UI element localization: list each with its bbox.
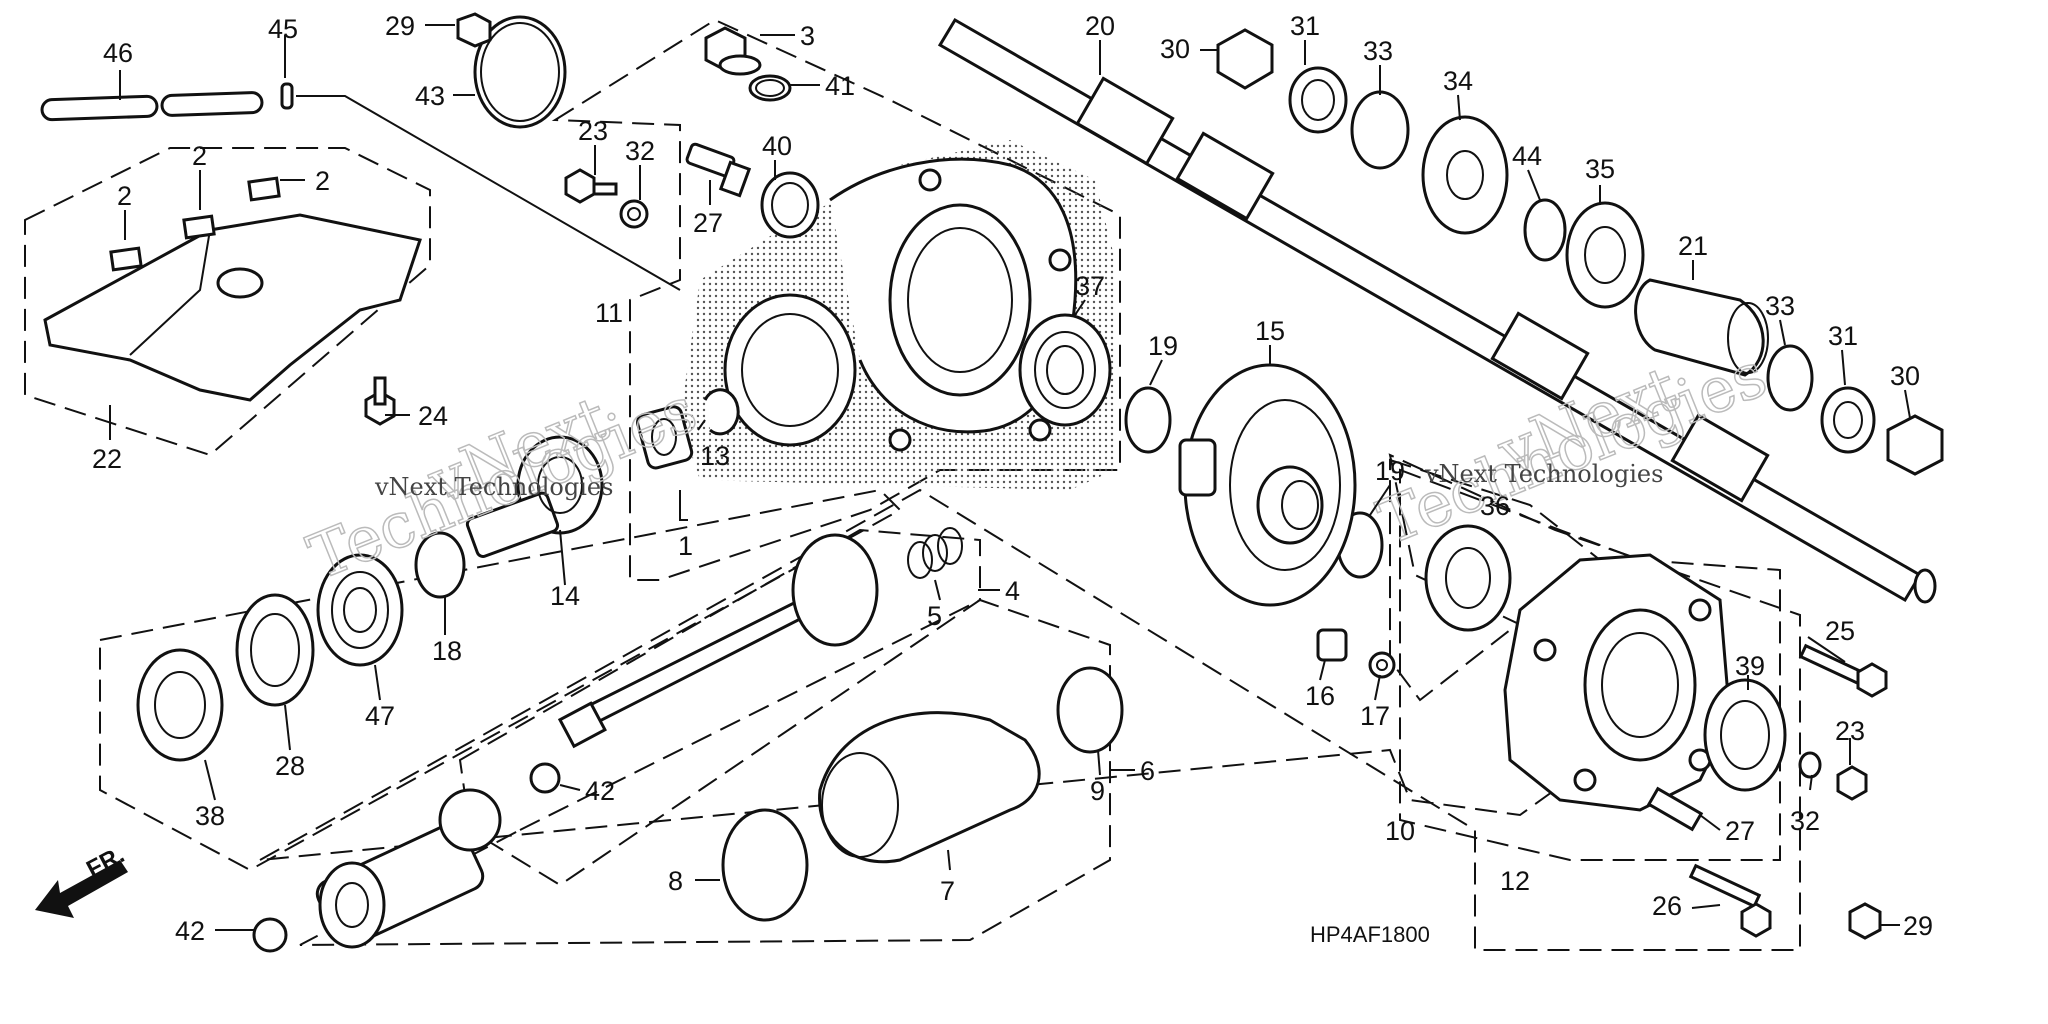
joint-housing: [252, 788, 502, 953]
label-part-1: 1: [678, 531, 693, 561]
label-part-33-top: 33: [1363, 36, 1393, 66]
diagram-code: HP4AF1800: [1310, 922, 1430, 947]
label-part-6: 6: [1140, 756, 1155, 786]
label-part-11: 11: [595, 298, 623, 328]
bearing-36: [1424, 524, 1512, 632]
label-part-33-bottom: 33: [1765, 291, 1795, 321]
label-part-29-bottom: 29: [1903, 911, 1933, 941]
seal-38: [136, 648, 224, 762]
label-part-46: 46: [103, 38, 133, 68]
label-part-14: 14: [550, 581, 580, 611]
label-part-26: 26: [1652, 891, 1682, 921]
ring-gear: [1178, 363, 1357, 607]
label-part-2-c: 2: [117, 181, 132, 211]
label-part-47: 47: [365, 701, 395, 731]
group-outline-11: [551, 18, 1121, 581]
label-part-10: 10: [1385, 816, 1415, 846]
gear-case-cover: [1503, 553, 1732, 812]
group-outline-36: [1389, 458, 1602, 702]
label-part-43: 43: [415, 81, 445, 111]
label-part-28: 28: [275, 751, 305, 781]
collar-28: [235, 593, 315, 707]
front-direction-arrow: FR.: [35, 841, 129, 918]
shim-19-upper: [1124, 386, 1172, 454]
filler-bolt: [704, 26, 792, 102]
label-part-16: 16: [1305, 681, 1335, 711]
axle-hardware-lower: [1766, 344, 1944, 476]
label-part-13: 13: [700, 441, 730, 471]
rubber-pads: [109, 176, 281, 272]
group-outline-22: [24, 147, 431, 457]
label-part-22: 22: [92, 444, 122, 474]
shim-18: [414, 531, 466, 599]
label-part-24: 24: [418, 401, 448, 431]
drive-shaft: [529, 527, 963, 794]
label-part-3: 3: [800, 21, 815, 51]
label-part-5: 5: [927, 601, 942, 631]
label-part-39: 39: [1735, 651, 1765, 681]
label-part-15: 15: [1255, 316, 1285, 346]
seal-39: [1703, 678, 1787, 792]
label-part-21: 21: [1678, 231, 1708, 261]
axle-hardware-upper: [1216, 28, 1645, 309]
group-outline-6: [299, 598, 1111, 946]
label-part-35: 35: [1585, 154, 1615, 184]
label-part-42-lower: 42: [175, 916, 205, 946]
label-part-19-lower: 19: [1375, 456, 1405, 486]
label-part-40: 40: [762, 131, 792, 161]
label-part-4: 4: [1005, 576, 1020, 606]
label-part-20: 20: [1085, 11, 1115, 41]
label-part-41: 41: [825, 71, 855, 101]
label-part-25: 25: [1825, 616, 1855, 646]
label-part-12: 12: [1500, 866, 1530, 896]
label-part-30-bottom: 30: [1890, 361, 1920, 391]
axle-sleeve: [1634, 278, 1769, 377]
label-part-8: 8: [668, 866, 683, 896]
label-part-34: 34: [1443, 66, 1473, 96]
boot-and-bands: [721, 666, 1124, 922]
label-part-27-bottom: 27: [1725, 816, 1755, 846]
label-part-37: 37: [1075, 271, 1105, 301]
label-part-27-top: 27: [693, 208, 723, 238]
label-part-32-top: 32: [625, 136, 655, 166]
top-o-ring-and-nut: [456, 12, 567, 129]
pinion-bearing: [636, 388, 740, 470]
label-part-9: 9: [1090, 776, 1105, 806]
label-part-23-top: 23: [578, 116, 608, 146]
label-part-17: 17: [1360, 701, 1390, 731]
axle-shaft: [937, 17, 1937, 604]
label-part-42-upper: 42: [585, 776, 615, 806]
breather-tube: [40, 82, 681, 291]
label-part-2-a: 2: [192, 141, 207, 171]
label-part-44: 44: [1512, 141, 1542, 171]
label-part-32-bottom: 32: [1790, 806, 1820, 836]
label-part-18: 18: [432, 636, 462, 666]
bearing-37: [1018, 313, 1112, 427]
label-part-30-top: 30: [1160, 34, 1190, 64]
watermark-small-left: vNext Technologies: [374, 473, 613, 501]
bearing-47: [316, 553, 404, 667]
label-part-38: 38: [195, 801, 225, 831]
label-part-29-top: 29: [385, 11, 415, 41]
label-part-19-upper: 19: [1148, 331, 1178, 361]
group-outline-14: [99, 488, 902, 872]
final-gear-case: [680, 140, 1115, 490]
label-part-23-bottom: 23: [1835, 716, 1865, 746]
label-part-31-bottom: 31: [1828, 321, 1858, 351]
label-part-36: 36: [1480, 491, 1510, 521]
part-labels: 46 45 29 43 3 41 2 2 2 24 22 23 32 40 27…: [92, 11, 1933, 947]
leader-lines: [109, 24, 1911, 931]
watermark-small-right: vNext Technologies: [1424, 460, 1663, 488]
label-part-31-top: 31: [1290, 11, 1320, 41]
label-part-2-b: 2: [315, 166, 330, 196]
label-part-7: 7: [940, 876, 955, 906]
guard-plate: [43, 213, 422, 402]
group-outline-10: [259, 453, 1801, 951]
case-fasteners: [564, 142, 820, 239]
label-part-45: 45: [268, 14, 298, 44]
